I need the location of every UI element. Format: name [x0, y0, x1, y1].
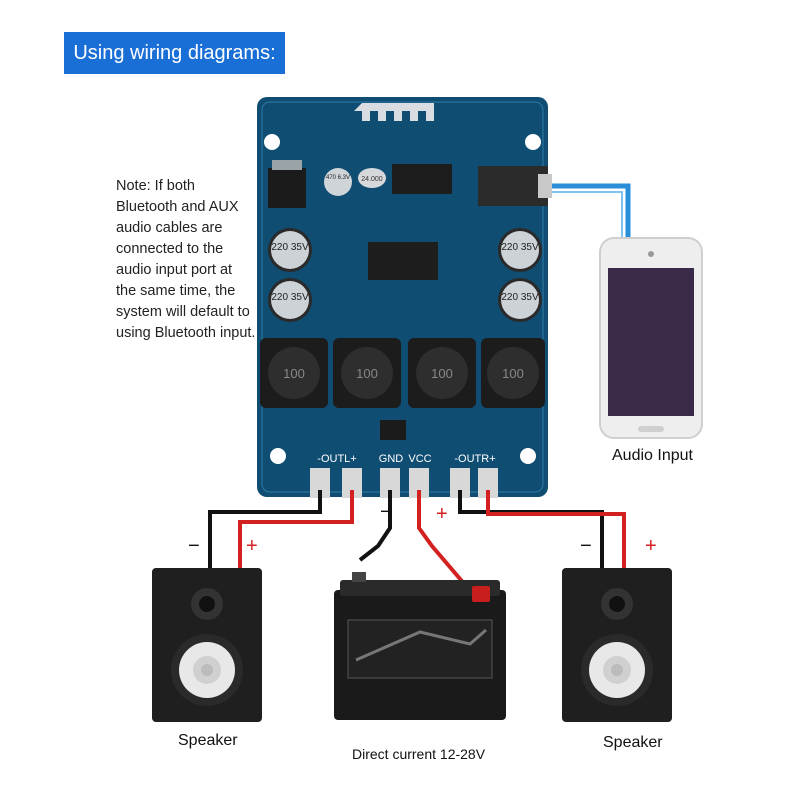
svg-text:100: 100	[283, 366, 305, 381]
terminal-label-outr: -OUTR+	[454, 453, 495, 465]
svg-text:220 35V: 220 35V	[501, 242, 539, 253]
crystal-label: 24.000	[361, 176, 383, 183]
wires	[208, 490, 626, 602]
phone-icon	[599, 237, 703, 439]
svg-text:220 35V: 220 35V	[501, 292, 539, 303]
svg-text:100: 100	[431, 366, 453, 381]
capacitor-mid-left: 220 35V	[268, 278, 312, 322]
small-cap-label: 470 6.3V	[326, 175, 350, 181]
title-banner: Using wiring diagrams:	[64, 32, 285, 74]
inductor-1: 100	[260, 338, 328, 408]
capacitor-top-left: 220 35V	[268, 228, 312, 272]
svg-text:100: 100	[502, 366, 524, 381]
speaker-left-icon	[152, 568, 262, 722]
minus-sign-left: −	[188, 535, 200, 557]
speaker-right-icon	[562, 568, 672, 722]
inductor-3: 100	[408, 338, 476, 408]
inductor-2: 100	[333, 338, 401, 408]
svg-text:220 35V: 220 35V	[271, 242, 309, 253]
bluetooth-note: Note: If both Bluetooth and AUX audio ca…	[116, 178, 256, 341]
amplifier-board: 470 6.3V 24.000 220 35V 220 35V 220 35V	[257, 97, 552, 498]
terminal-pads	[310, 468, 498, 498]
power-caption: Direct current 12-28V	[352, 746, 486, 762]
battery-icon	[334, 572, 506, 720]
svg-text:220 35V: 220 35V	[271, 292, 309, 303]
capacitor-mid-right: 220 35V	[498, 278, 542, 322]
minus-sign-power: −	[380, 501, 392, 523]
audio-input-caption: Audio Input	[612, 447, 693, 464]
capacitor-top-right: 220 35V	[498, 228, 542, 272]
plus-sign-left: +	[246, 535, 258, 557]
plus-sign-right: +	[645, 535, 657, 557]
minus-sign-right: −	[580, 535, 592, 557]
terminal-label-vcc: VCC	[408, 453, 431, 465]
svg-text:100: 100	[356, 366, 378, 381]
terminal-label-gnd: GND	[379, 453, 404, 465]
speaker-right-caption: Speaker	[603, 734, 663, 751]
plus-sign-power: +	[436, 503, 448, 525]
inductor-4: 100	[481, 338, 545, 408]
speaker-left-caption: Speaker	[178, 732, 238, 749]
terminal-label-outl: -OUTL+	[317, 453, 356, 465]
aux-cable	[548, 183, 631, 240]
